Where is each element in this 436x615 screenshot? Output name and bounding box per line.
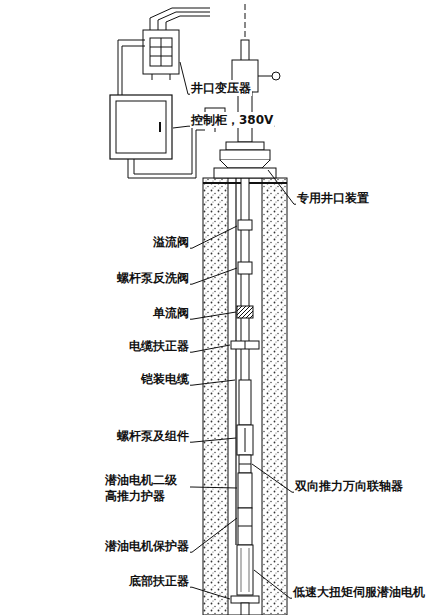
part-label: 专用井口装置 [296,190,370,206]
part-label: 铠装电缆 [140,371,190,387]
part-label: 底部扶正器 [128,573,190,589]
part-label: 单流阀 [152,305,190,321]
part-label: 溢流阀 [152,234,190,250]
part-label: 螺杆泵及组件 [116,428,190,444]
part-label: 井口变压器 [190,80,252,96]
part-label: 螺杆泵反洗阀 [116,270,190,286]
part-label: 潜油电机保护器 [104,538,190,554]
part-label: 控制柜，380V [190,112,274,128]
part-label: 潜油电机二级 高推力护器 [104,472,190,504]
part-label: 电缆扶正器 [128,338,190,354]
part-label: 低速大扭矩伺服潜油电机 [292,584,426,600]
part-label: 双向推力万向联轴器 [294,478,404,494]
